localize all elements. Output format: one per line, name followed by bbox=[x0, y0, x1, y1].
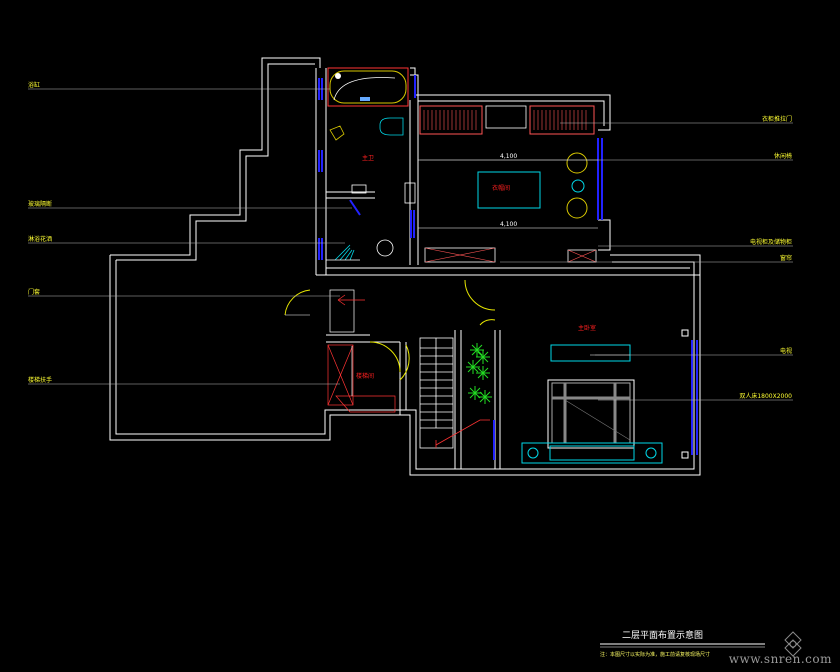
room-label-stair: 楼梯间 bbox=[356, 372, 374, 380]
double-bed bbox=[547, 379, 635, 449]
sink-icon bbox=[351, 184, 367, 194]
callout-label: 电视柜及储物柜 bbox=[750, 238, 792, 246]
tub-drain-icon bbox=[360, 97, 370, 101]
dimension-label: 4,100 bbox=[500, 153, 517, 160]
nightstand-lamp-icon bbox=[527, 447, 539, 459]
room-label-dressing: 衣帽间 bbox=[492, 184, 510, 192]
callout-label: 电视 bbox=[780, 347, 792, 355]
drawing-title: 二层平面布置示意图 bbox=[622, 629, 703, 641]
nightstand-lamp-icon bbox=[645, 447, 657, 459]
callouts-right: 衣柜推拉门 休闲椅 电视柜及储物柜 窗帘 电视 双人床1800X2000 bbox=[739, 115, 792, 400]
bathtub bbox=[327, 67, 409, 107]
callout-label: 楼梯扶手 bbox=[28, 376, 52, 384]
callouts-left: 浴缸 玻璃隔断 淋浴花洒 门套 楼梯扶手 bbox=[28, 81, 52, 384]
callout-label: 双人床1800X2000 bbox=[739, 392, 792, 400]
headboard bbox=[521, 442, 663, 464]
shower-fan-icon bbox=[334, 244, 355, 261]
watermark-text: www.snren.com bbox=[728, 652, 832, 666]
callout-label: 休闲椅 bbox=[774, 152, 792, 160]
callout-label: 门套 bbox=[28, 288, 40, 296]
side-table-icon bbox=[571, 179, 585, 193]
drawing-note: 注：本图尺寸以实际为准，施工前请复核现场尺寸 bbox=[600, 651, 710, 658]
center-island bbox=[477, 171, 541, 209]
bath-fixtures bbox=[326, 117, 416, 261]
plants bbox=[466, 343, 492, 404]
dressing-furniture bbox=[418, 152, 598, 263]
plant-icon bbox=[478, 390, 492, 404]
doors bbox=[284, 279, 496, 381]
basin-icon bbox=[329, 125, 345, 141]
toilet-icon bbox=[379, 117, 404, 136]
armchair-icon bbox=[566, 152, 588, 174]
plant-icon bbox=[466, 360, 480, 374]
building-walls bbox=[109, 57, 701, 476]
callout-label: 玻璃隔断 bbox=[28, 200, 52, 208]
callout-label: 浴缸 bbox=[28, 81, 40, 89]
plant-icon bbox=[476, 350, 490, 364]
callout-label: 窗帘 bbox=[780, 254, 792, 262]
room-label-bedroom: 主卧室 bbox=[578, 324, 596, 332]
callout-label: 衣柜推拉门 bbox=[762, 115, 792, 123]
tv-cabinet bbox=[550, 344, 631, 362]
plant-icon bbox=[470, 343, 484, 357]
plant-icon bbox=[476, 366, 490, 380]
floor-drain-icon bbox=[376, 239, 394, 257]
room-label-bath: 主卫 bbox=[362, 154, 374, 162]
room-labels: 主卫 衣帽间 主卧室 楼梯间 4,100 4,100 bbox=[356, 153, 596, 380]
bedroom-furniture bbox=[521, 329, 689, 464]
shower-head-icon bbox=[335, 73, 341, 79]
dimension-label: 4,100 bbox=[500, 221, 517, 228]
watermark-logo-icon bbox=[784, 631, 802, 657]
staircase bbox=[419, 337, 490, 449]
callout-leaders bbox=[28, 88, 793, 401]
wardrobes bbox=[419, 105, 595, 135]
armchair-icon bbox=[566, 197, 588, 219]
plant-icon bbox=[468, 386, 482, 400]
hatched-cabinets bbox=[327, 289, 396, 413]
title-block: 二层平面布置示意图 注：本图尺寸以实际为准，施工前请复核现场尺寸 bbox=[600, 629, 765, 658]
callout-label: 淋浴花洒 bbox=[28, 235, 52, 243]
